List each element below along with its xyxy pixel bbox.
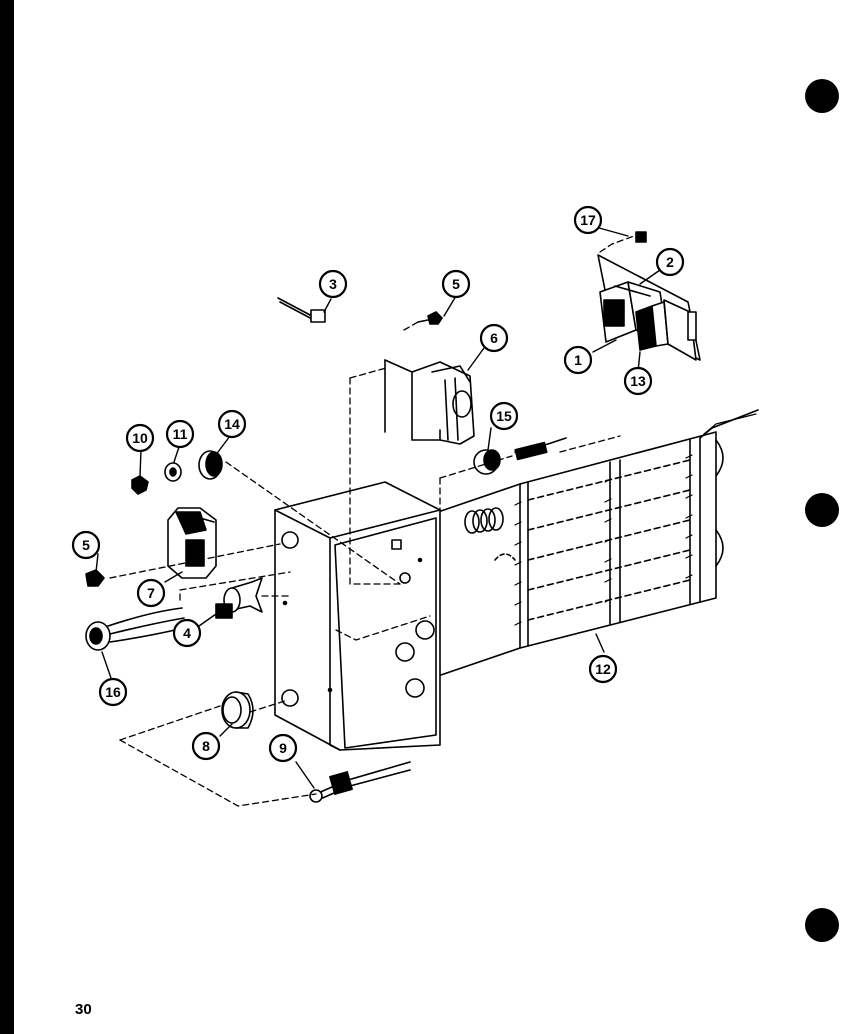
callout-number: 13 [630,373,646,389]
callout-number: 11 [173,426,188,442]
lead-wire-grommet [85,607,185,651]
control-box [274,481,441,751]
callout-circle [318,269,348,299]
callout-circle [136,578,166,608]
callout-circle [125,423,155,453]
page-number: 30 [75,1001,92,1018]
callout-circle [479,323,509,353]
callout-circle [655,247,685,277]
nut-part [131,475,149,495]
callout-c3: 3 [318,269,348,299]
callout-c6: 6 [479,323,509,353]
callout-c15: 15 [489,401,519,431]
callout-number: 2 [666,254,674,270]
callout-number: 17 [580,212,596,228]
assembly-lines [109,235,635,807]
callout-number: 8 [202,738,210,754]
thermostat-bracket [384,359,475,445]
callout-c14: 14 [217,409,247,439]
callout-number: 3 [329,276,337,292]
screw-part [85,569,105,587]
callout-number: 1 [574,352,582,368]
callout-circle [165,419,195,449]
heater-element-assembly [437,409,759,677]
callout-c5a: 5 [441,269,471,299]
callout-circle [489,401,519,431]
screw-part [417,311,443,325]
callout-number: 4 [183,625,191,641]
washer-part [164,462,182,482]
callout-number: 12 [595,661,611,677]
callout-number: 7 [147,585,155,601]
callout-number: 5 [82,537,90,553]
callout-circle [573,205,603,235]
punch-hole [805,79,839,113]
bushing-part [221,691,254,729]
callout-number: 15 [496,408,512,424]
callout-c5b: 5 [71,530,101,560]
binding-edge [0,0,14,1034]
callout-c10: 10 [125,423,155,453]
callout-number: 10 [132,430,148,446]
callout-circle [191,731,221,761]
callout-c16: 16 [98,677,128,707]
power-cord [309,761,411,803]
callout-number: 6 [490,330,498,346]
clip-part [635,231,647,243]
contactor-assembly [597,254,701,361]
callout-c17: 17 [573,205,603,235]
callout-c7: 7 [136,578,166,608]
callout-c4: 4 [172,618,202,648]
wire-tie-part [277,297,326,323]
callout-circle [268,733,298,763]
callout-c1: 1 [563,345,593,375]
callout-c9: 9 [268,733,298,763]
callout-number: 5 [452,276,460,292]
callout-circle [98,677,128,707]
callout-c12: 12 [588,654,618,684]
callout-circle [588,654,618,684]
callout-c8: 8 [191,731,221,761]
callout-circle [172,618,202,648]
callout-circle [563,345,593,375]
callout-number: 16 [105,684,121,700]
callout-number: 14 [224,416,240,432]
bushing-part [473,437,567,475]
spacer-part [198,450,223,480]
punch-hole [805,908,839,942]
fuse-holder [215,577,263,619]
callout-number: 9 [279,740,287,756]
limit-switch [167,507,217,579]
callout-c2: 2 [655,247,685,277]
callout-circle [623,366,653,396]
callout-c11: 11 [165,419,195,449]
callout-circle [217,409,247,439]
callout-circle [441,269,471,299]
callout-circle [71,530,101,560]
punch-hole [805,493,839,527]
callout-c13: 13 [623,366,653,396]
